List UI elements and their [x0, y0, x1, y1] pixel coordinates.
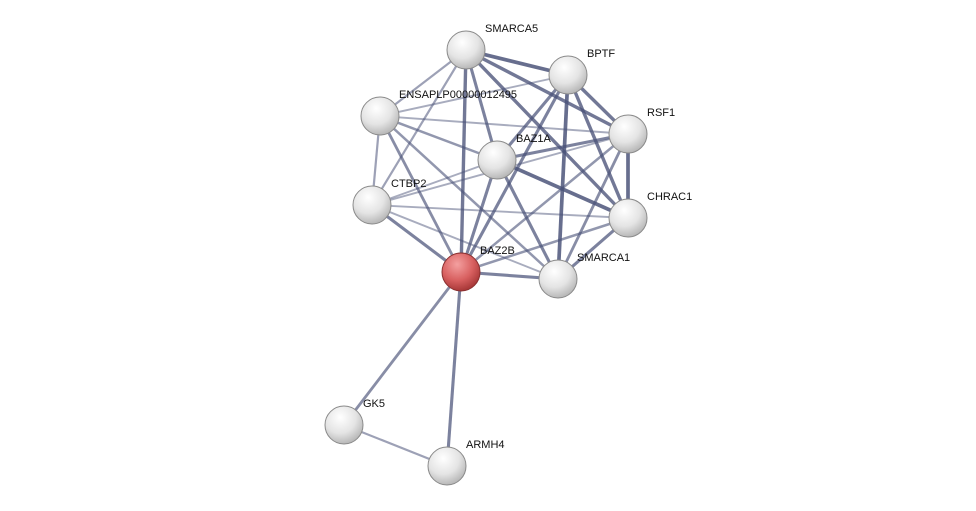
edge-baz1a-smarca1[interactable] — [495, 159, 560, 280]
edge-baz1a-chrac1[interactable] — [496, 158, 629, 220]
edge-ensaplp00000012495-baz2b[interactable] — [378, 115, 463, 273]
edge-smarca5-rsf1[interactable] — [465, 48, 629, 136]
node-sphere[interactable] — [477, 140, 517, 180]
node-ensaplp00000012495[interactable]: ENSAPLP00000012495 — [360, 89, 517, 136]
node-label: SMARCA5 — [485, 23, 538, 35]
edge-rsf1-smarca1[interactable] — [556, 133, 630, 280]
node-gk5[interactable]: GK5 — [324, 398, 385, 445]
node-label: BAZ2B — [480, 245, 515, 257]
edge-smarca5-baz2b[interactable] — [459, 49, 468, 273]
node-sphere[interactable] — [352, 185, 392, 225]
node-rsf1[interactable]: RSF1 — [608, 107, 675, 154]
edge-baz2b-gk5[interactable] — [342, 271, 463, 426]
node-sphere[interactable] — [441, 252, 481, 292]
node-label: BAZ1A — [516, 133, 552, 145]
node-baz1a[interactable]: BAZ1A — [477, 133, 552, 180]
node-label: CTBP2 — [391, 178, 426, 190]
edge-ctbp2-smarca1[interactable] — [371, 204, 559, 280]
edge-ensaplp00000012495-rsf1[interactable] — [379, 115, 629, 135]
edge-baz1a-baz2b[interactable] — [459, 159, 499, 273]
node-smarca1[interactable]: SMARCA1 — [538, 252, 630, 299]
node-label: ARMH4 — [466, 439, 505, 451]
node-sphere[interactable] — [538, 259, 578, 299]
edge-ctbp2-chrac1[interactable] — [371, 204, 629, 219]
node-label: RSF1 — [647, 107, 675, 119]
edge-rsf1-baz1a[interactable] — [496, 132, 629, 162]
node-sphere[interactable] — [608, 198, 648, 238]
node-sphere[interactable] — [324, 405, 364, 445]
node-baz2b[interactable]: BAZ2B — [441, 245, 515, 292]
edge-baz2b-armh4[interactable] — [445, 271, 463, 467]
node-label: SMARCA1 — [577, 252, 630, 264]
node-sphere[interactable] — [608, 114, 648, 154]
edge-bptf-chrac1[interactable] — [566, 74, 630, 219]
node-label: CHRAC1 — [647, 191, 692, 203]
node-bptf[interactable]: BPTF — [548, 48, 615, 95]
edge-ensaplp00000012495-baz1a[interactable] — [379, 114, 498, 162]
node-smarca5[interactable]: SMARCA5 — [446, 23, 538, 70]
node-chrac1[interactable]: CHRAC1 — [608, 191, 692, 238]
edge-bptf-ensaplp00000012495[interactable] — [379, 74, 569, 117]
edge-ensaplp00000012495-smarca1[interactable] — [379, 115, 559, 280]
node-label: GK5 — [363, 398, 385, 410]
edge-bptf-baz2b[interactable] — [459, 74, 570, 273]
node-sphere[interactable] — [360, 96, 400, 136]
edge-bptf-smarca1[interactable] — [556, 74, 570, 280]
edge-smarca5-ctbp2[interactable] — [371, 49, 467, 206]
edge-rsf1-baz2b[interactable] — [460, 133, 629, 273]
node-sphere[interactable] — [446, 30, 486, 70]
node-ctbp2[interactable]: CTBP2 — [352, 178, 426, 225]
node-sphere[interactable] — [548, 55, 588, 95]
node-label: BPTF — [587, 48, 615, 60]
node-label: ENSAPLP00000012495 — [399, 89, 517, 101]
edge-chrac1-baz2b[interactable] — [460, 216, 629, 274]
edge-baz1a-ctbp2[interactable] — [371, 159, 498, 206]
node-armh4[interactable]: ARMH4 — [427, 439, 505, 486]
node-sphere[interactable] — [427, 446, 467, 486]
